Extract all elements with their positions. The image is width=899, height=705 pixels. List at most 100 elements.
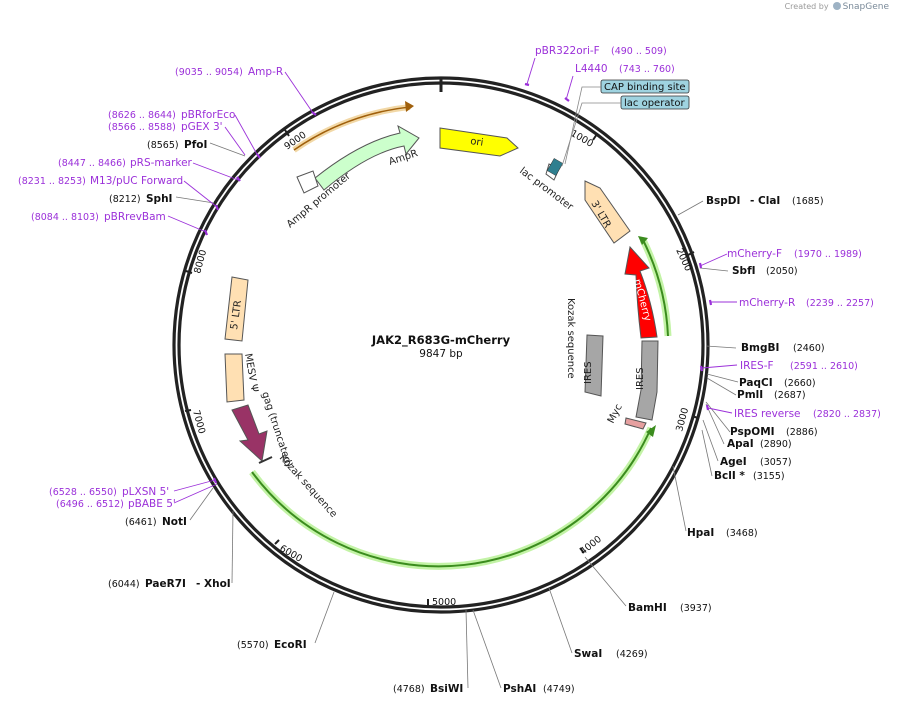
feature-ires-left[interactable] — [584, 334, 604, 397]
feature-5-ltr[interactable] — [224, 276, 249, 342]
site-bspdi-name[interactable]: BspDI — [706, 195, 740, 207]
site-apai-pos: (2890) — [760, 439, 792, 450]
feature-ori-label: ori — [470, 136, 484, 149]
site-sphi-pos: (8212) — [109, 194, 141, 205]
feature-ires-left-label: IRES — [583, 361, 594, 384]
site-bcli-name[interactable]: BclI * — [714, 470, 745, 482]
lac-operator-box[interactable] — [620, 95, 690, 110]
site-xhoi-name[interactable]: - XhoI — [196, 578, 231, 590]
primer-mcherry-r-name[interactable]: mCherry-R — [739, 297, 795, 309]
site-pfoi-name[interactable]: PfoI — [184, 139, 207, 151]
primer-prs-marker-name[interactable]: pRS-marker — [130, 157, 193, 169]
site-bspdi-pos: (1685) — [792, 196, 824, 207]
site-ecori-pos: (5570) — [237, 640, 269, 651]
cap-binding-site-box[interactable] — [600, 79, 690, 94]
plasmid-size: 9847 bp — [419, 348, 463, 360]
feature-ampr-label: AmpR — [388, 148, 420, 168]
site-ecori-name[interactable]: EcoRI — [274, 639, 307, 651]
site-paqci-name[interactable]: PaqCI — [739, 377, 773, 389]
primer-pbrrevbam-name[interactable]: pBRrevBam — [104, 211, 166, 223]
credit-prefix: Created by — [784, 2, 829, 11]
ampr-outer-arc-line — [293, 106, 411, 151]
primer-prs-marker-pos: (8447 .. 8466) — [58, 158, 126, 169]
site-pspomi-name[interactable]: PspOMI — [730, 426, 775, 438]
primer-pbabe-name[interactable]: pBABE 5' — [128, 498, 176, 510]
site-bsiwi-name[interactable]: BsiWI — [430, 683, 463, 695]
site-apai-name[interactable]: ApaI — [727, 438, 754, 450]
feature-5-ltr-label: 5' LTR — [229, 300, 244, 331]
feature-3-ltr[interactable] — [584, 180, 631, 244]
primer-amp-r-pos: (9035 .. 9054) — [175, 67, 243, 78]
site-sbfi-name[interactable]: SbfI — [732, 265, 756, 277]
primer-ires-f-pos: (2591 .. 2610) — [790, 361, 858, 372]
feature-ori[interactable] — [439, 127, 519, 157]
primer-pbr322ori-f-name[interactable]: pBR322ori-F — [535, 45, 600, 57]
site-pmli-name[interactable]: PmlI — [737, 389, 763, 401]
primer-pbrforeco-pos: (8626 .. 8644) — [108, 110, 176, 121]
highlight-arc-right-line — [642, 239, 669, 337]
feature-ires-right-label: IRES — [635, 367, 646, 390]
site-bamhi-name[interactable]: BamHI — [628, 602, 667, 614]
site-sbfi-pos: (2050) — [766, 266, 798, 277]
primer-pbabe-pos: (6496 .. 6512) — [56, 499, 124, 510]
lac-operator-label: lac operator — [624, 98, 685, 109]
highlight-arc-right-arrow — [638, 236, 648, 245]
site-sphi-name[interactable]: SphI — [146, 193, 172, 205]
feature-myc[interactable] — [624, 417, 647, 430]
site-noti-pos: (6461) — [125, 517, 157, 528]
site-bsiwi-pos: (4768) — [393, 684, 425, 695]
site-bamhi-pos: (3937) — [680, 603, 712, 614]
site-pfoi-pos: (8565) — [147, 140, 179, 151]
credit-brand: SnapGene — [842, 2, 889, 12]
primer-leaders — [167, 57, 738, 504]
site-bmgbi-name[interactable]: BmgBI — [741, 342, 779, 354]
feature-ampr[interactable] — [314, 124, 420, 191]
site-hpai-pos: (3468) — [726, 528, 758, 539]
tick-label-5000: 5000 — [432, 597, 456, 608]
highlight-arc-bottom-arrow — [646, 425, 656, 437]
site-pshai-name[interactable]: PshAI — [503, 683, 536, 695]
primer-plxsn-name[interactable]: pLXSN 5' — [122, 486, 169, 498]
primer-m13-pos: (8231 .. 8253) — [18, 176, 86, 187]
site-bcli-pos: (3155) — [753, 471, 785, 482]
site-leaders — [175, 142, 739, 689]
primer-ires-reverse-name[interactable]: IRES reverse — [734, 408, 801, 420]
primer-pbr322ori-f-pos: (490 .. 509) — [611, 46, 667, 57]
plasmid-name: JAK2_R683G-mCherry — [371, 333, 511, 348]
site-agei-pos: (3057) — [760, 457, 792, 468]
ampr-outer-arc-arrow — [405, 101, 414, 112]
primer-mcherry-f-pos: (1970 .. 1989) — [794, 249, 862, 260]
feature-lac-operator-mark — [546, 158, 564, 176]
site-pspomi-pos: (2886) — [786, 427, 818, 438]
primer-mcherry-f-name[interactable]: mCherry-F — [727, 248, 782, 260]
primer-pbrforeco-name[interactable]: pBRforEco — [181, 109, 235, 121]
primer-ires-reverse-pos: (2820 .. 2837) — [813, 409, 881, 420]
primer-amp-r-name[interactable]: Amp-R — [248, 66, 283, 78]
site-noti-name[interactable]: NotI — [162, 516, 187, 528]
primer-pbrrevbam-pos: (8084 .. 8103) — [31, 212, 99, 223]
feature-ampr-promoter[interactable] — [296, 170, 319, 194]
feature-ires-right[interactable] — [635, 340, 659, 421]
feature-mesv[interactable] — [224, 353, 245, 403]
primer-l4440-name[interactable]: L4440 — [575, 63, 608, 75]
site-agei-name[interactable]: AgeI — [720, 456, 747, 468]
primer-ires-f-name[interactable]: IRES-F — [740, 360, 774, 372]
site-hpai-name[interactable]: HpaI — [687, 527, 714, 539]
site-paer7i-name[interactable]: PaeR7I — [145, 578, 186, 590]
primer-l4440-pos: (743 .. 760) — [619, 64, 675, 75]
feature-gag[interactable] — [231, 404, 268, 462]
feature-myc-label: Myc — [606, 403, 625, 426]
lac-operator-leader — [561, 102, 621, 167]
primer-marks — [203, 82, 713, 484]
primer-mcherry-r-pos: (2239 .. 2257) — [806, 298, 874, 309]
feature-mcherry[interactable] — [624, 245, 658, 339]
site-swai-pos: (4269) — [616, 649, 648, 660]
site-clai-name[interactable]: - ClaI — [750, 195, 780, 207]
primer-pgex3-name[interactable]: pGEX 3' — [181, 121, 223, 133]
cap-binding-site-label: CAP binding site — [604, 82, 686, 93]
snapgene-logo-icon — [832, 2, 841, 10]
site-swai-name[interactable]: SwaI — [574, 648, 602, 660]
site-pmli-pos: (2687) — [774, 390, 806, 401]
primer-m13-name[interactable]: M13/pUC Forward — [90, 175, 183, 187]
